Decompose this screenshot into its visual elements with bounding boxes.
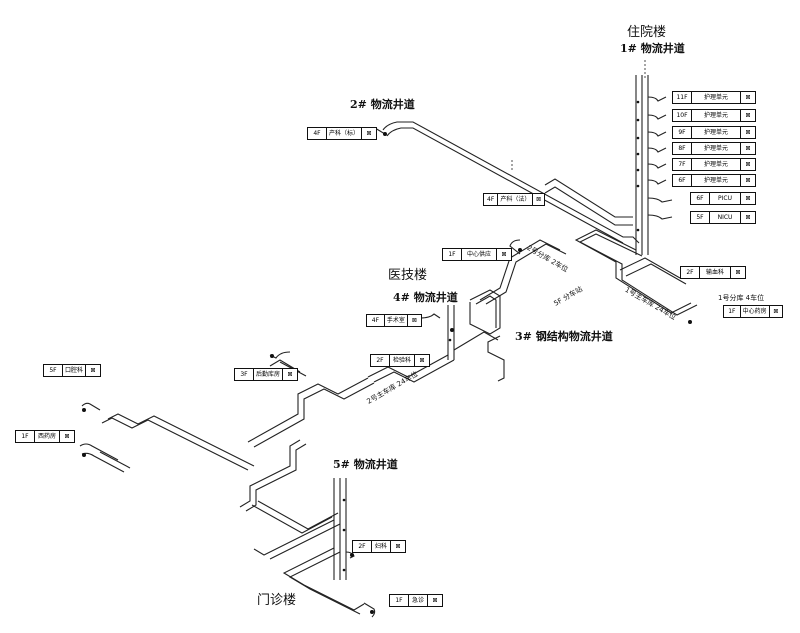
main-trunk-lower (79, 351, 375, 534)
annotation-branch-depot-1: 1号分库 4车位 (718, 294, 765, 302)
building-outpatient-title: 门诊楼 (257, 593, 297, 608)
shaft-markers (342, 100, 640, 572)
shaft-5-title: 5# 物流井道 (333, 458, 398, 471)
shaft-1-title: 1# 物流井道 (620, 42, 685, 55)
building-medtech-title: 医技楼 (388, 268, 428, 283)
shaft-2-line (374, 121, 640, 244)
shaft-3-title: 3# 钢结构物流井道 (515, 330, 613, 343)
main-trunk-upper (479, 229, 698, 316)
building-inpatient-title: 住院楼 (627, 25, 667, 40)
shaft-4-title: 4# 物流井道 (393, 291, 458, 304)
shaft-2-title: 2# 物流井道 (350, 98, 415, 111)
shaft-5-riser (253, 478, 376, 618)
medtech-network (367, 289, 505, 383)
shaft-1-riser (635, 60, 673, 255)
